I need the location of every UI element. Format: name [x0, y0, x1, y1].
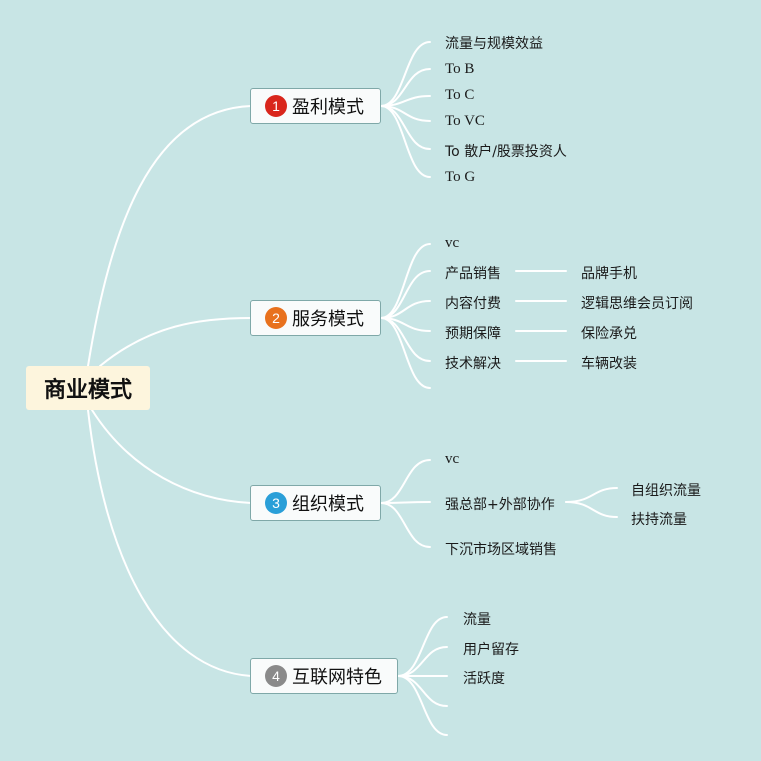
number-badge-3: 3 [265, 492, 287, 514]
branch-3-label: 组织模式 [292, 494, 364, 515]
number-badge-2: 2 [265, 307, 287, 329]
leaf-4-3[interactable]: 活跃度 [463, 671, 505, 687]
branch-2-label: 服务模式 [292, 309, 364, 330]
leaf-1-2[interactable]: To B [445, 61, 475, 77]
branch-4-node[interactable]: 4 互联网特色 [250, 658, 398, 694]
leaf-1-4[interactable]: To VC [445, 113, 485, 129]
branch-1-label: 盈利模式 [292, 97, 364, 118]
leaf-2-4-1[interactable]: 保险承兑 [581, 326, 637, 342]
number-badge-1: 1 [265, 95, 287, 117]
leaf-2-4[interactable]: 预期保障 [445, 326, 501, 342]
leaf-2-5-1[interactable]: 车辆改装 [581, 356, 637, 372]
root-label: 商业模式 [43, 378, 132, 403]
leaf-3-2[interactable]: 强总部+外部协作 [445, 497, 555, 513]
branch-2-node[interactable]: 2 服务模式 [250, 300, 381, 336]
leaf-2-1[interactable]: vc [445, 235, 460, 251]
leaf-1-3[interactable]: To C [445, 87, 475, 103]
leaf-3-1[interactable]: vc [445, 451, 460, 467]
leaf-4-1[interactable]: 流量 [463, 612, 491, 628]
leaf-1-1[interactable]: 流量与规模效益 [445, 36, 543, 52]
leaf-1-5[interactable]: To 散户/股票投资人 [445, 144, 567, 160]
leaf-1-6[interactable]: To G [445, 169, 476, 185]
leaf-2-2[interactable]: 产品销售 [445, 266, 501, 282]
leaf-3-2-2[interactable]: 扶持流量 [631, 512, 687, 528]
leaf-3-3[interactable]: 下沉市场区域销售 [445, 542, 557, 558]
branch-3-node[interactable]: 3 组织模式 [250, 485, 381, 521]
leaf-4-2[interactable]: 用户留存 [463, 642, 519, 658]
leaf-2-2-1[interactable]: 品牌手机 [581, 266, 637, 282]
leaf-2-3-1[interactable]: 逻辑思维会员订阅 [581, 296, 693, 312]
number-badge-4: 4 [265, 665, 287, 687]
leaf-2-3[interactable]: 内容付费 [445, 296, 501, 312]
branch-1-node[interactable]: 1 盈利模式 [250, 88, 381, 124]
branch-4-label: 互联网特色 [292, 667, 382, 688]
root-node[interactable]: 商业模式 [26, 366, 150, 410]
leaf-2-5[interactable]: 技术解决 [445, 356, 501, 372]
leaf-3-2-1[interactable]: 自组织流量 [631, 483, 701, 499]
